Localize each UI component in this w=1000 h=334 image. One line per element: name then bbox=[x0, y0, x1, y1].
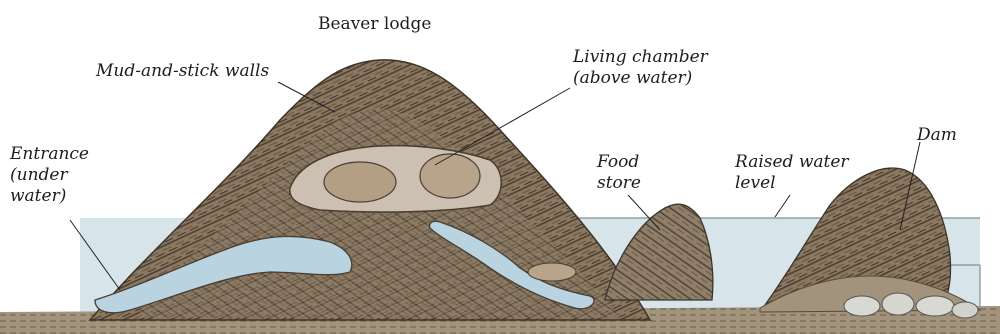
beaver-2 bbox=[420, 154, 480, 198]
label-entrance: Entrance (under water) bbox=[10, 144, 89, 207]
rock bbox=[952, 302, 978, 318]
diagram-title: Beaver lodge bbox=[318, 14, 431, 35]
beaver-1 bbox=[324, 162, 396, 202]
label-mud-and-stick-walls: Mud-and-stick walls bbox=[96, 61, 269, 82]
swimming-beaver bbox=[528, 263, 576, 281]
rock bbox=[844, 296, 880, 316]
label-dam: Dam bbox=[917, 125, 957, 146]
leader-raised-water bbox=[775, 195, 790, 217]
rock bbox=[882, 293, 914, 315]
label-living-chamber: Living chamber (above water) bbox=[573, 47, 708, 89]
rock bbox=[916, 296, 954, 316]
label-raised-water-level: Raised water level bbox=[735, 152, 849, 194]
label-food-store: Food store bbox=[597, 152, 641, 194]
